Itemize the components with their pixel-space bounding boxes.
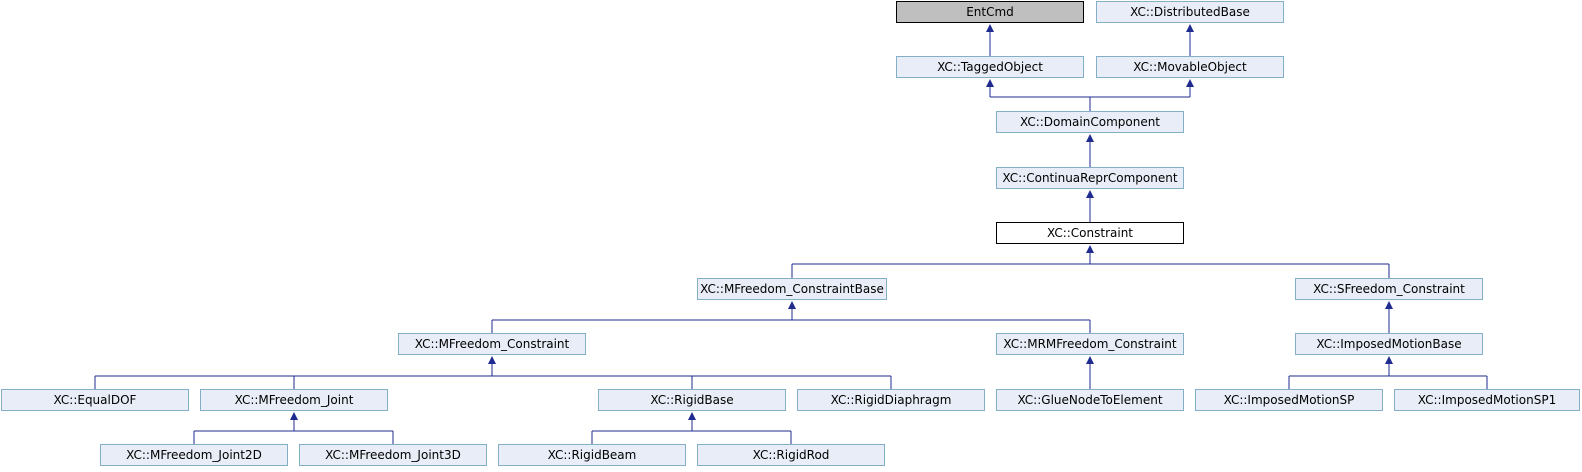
node-constraint: XC::Constraint — [996, 222, 1184, 244]
node-rigid-rod[interactable]: XC::RigidRod — [697, 444, 885, 466]
edge-tagged-arrow — [986, 79, 994, 87]
edge-mfj-arrow — [290, 412, 298, 420]
edge-rb-arrow — [688, 412, 696, 420]
edge-mfc-arrow — [488, 356, 496, 364]
node-glue-node-to-element[interactable]: XC::GlueNodeToElement — [996, 389, 1184, 411]
node-imposed-motion-sp1[interactable]: XC::ImposedMotionSP1 — [1394, 389, 1580, 411]
edge-sfc-arrow — [1385, 301, 1393, 309]
node-rigid-base[interactable]: XC::RigidBase — [598, 389, 786, 411]
node-equal-dof[interactable]: XC::EqualDOF — [1, 389, 189, 411]
edge-domain-arrow — [1086, 134, 1094, 142]
edge-distbase-arrow — [1186, 24, 1194, 32]
edge-constraint-arrow — [1086, 245, 1094, 253]
edge-imb-arrow — [1385, 356, 1393, 364]
edge-movable-arrow — [1186, 79, 1194, 87]
node-mrmfreedom-constraint[interactable]: XC::MRMFreedom_Constraint — [996, 333, 1184, 355]
node-mfreedom-joint-2d[interactable]: XC::MFreedom_Joint2D — [100, 444, 288, 466]
node-rigid-diaphragm[interactable]: XC::RigidDiaphragm — [797, 389, 985, 411]
node-imposed-motion-sp[interactable]: XC::ImposedMotionSP — [1195, 389, 1383, 411]
node-mfreedom-joint[interactable]: XC::MFreedom_Joint — [200, 389, 388, 411]
node-sfreedom-constraint[interactable]: XC::SFreedom_Constraint — [1295, 278, 1483, 300]
node-mfreedom-constraint-base[interactable]: XC::MFreedom_ConstraintBase — [697, 278, 887, 300]
node-imposed-motion-base[interactable]: XC::ImposedMotionBase — [1295, 333, 1483, 355]
node-movable-object[interactable]: XC::MovableObject — [1096, 56, 1284, 78]
node-distributed-base[interactable]: XC::DistributedBase — [1096, 1, 1284, 23]
node-mfreedom-joint-3d[interactable]: XC::MFreedom_Joint3D — [299, 444, 487, 466]
edge-continua-arrow — [1086, 190, 1094, 198]
edge-mrmfc-arrow — [1086, 356, 1094, 364]
edge-entcmd-arrow — [986, 24, 994, 32]
node-continua-repr-component[interactable]: XC::ContinuaReprComponent — [996, 167, 1184, 189]
node-mfreedom-constraint[interactable]: XC::MFreedom_Constraint — [398, 333, 586, 355]
node-tagged-object[interactable]: XC::TaggedObject — [896, 56, 1084, 78]
node-domain-component[interactable]: XC::DomainComponent — [996, 111, 1184, 133]
edge-mfcb-arrow — [788, 301, 796, 309]
node-entcmd: EntCmd — [896, 1, 1084, 23]
node-rigid-beam[interactable]: XC::RigidBeam — [498, 444, 686, 466]
